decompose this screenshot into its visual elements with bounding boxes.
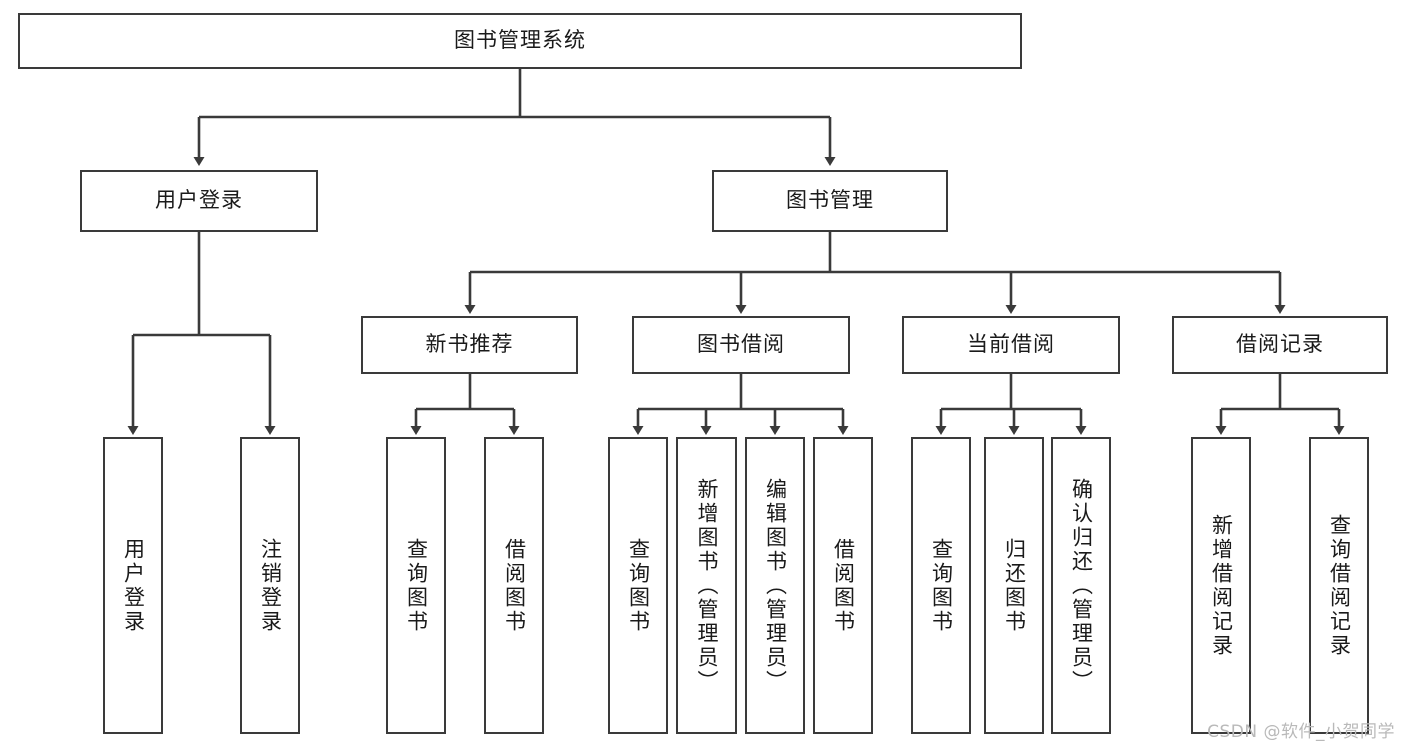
node-leaf-logout-label: 注销登录 <box>258 537 283 634</box>
node-leaf-borrow-book-1-label: 借阅图书 <box>502 537 527 634</box>
node-borrow-record[interactable]: 借阅记录 <box>1172 316 1388 374</box>
node-root[interactable]: 图书管理系统 <box>18 13 1022 69</box>
node-leaf-confirm-return[interactable]: 确认归还（管理员） <box>1051 437 1111 734</box>
node-leaf-return-book[interactable]: 归还图书 <box>984 437 1044 734</box>
node-leaf-query-book-1[interactable]: 查询图书 <box>386 437 446 734</box>
node-leaf-query-book-1-label: 查询图书 <box>404 537 429 634</box>
node-leaf-return-book-label: 归还图书 <box>1002 537 1027 634</box>
node-leaf-add-book[interactable]: 新增图书（管理员） <box>676 437 737 734</box>
node-user-login-label: 用户登录 <box>155 188 243 213</box>
node-book-borrow[interactable]: 图书借阅 <box>632 316 850 374</box>
node-current-borrow-label: 当前借阅 <box>967 332 1055 357</box>
node-leaf-query-record-label: 查询借阅记录 <box>1327 513 1352 658</box>
node-leaf-user-login-label: 用户登录 <box>121 537 146 634</box>
node-leaf-query-book-2[interactable]: 查询图书 <box>608 437 668 734</box>
node-leaf-query-record[interactable]: 查询借阅记录 <box>1309 437 1369 734</box>
node-leaf-edit-book-label: 编辑图书（管理员） <box>763 477 788 694</box>
node-leaf-query-book-2-label: 查询图书 <box>626 537 651 634</box>
node-leaf-borrow-book-2-label: 借阅图书 <box>831 537 856 634</box>
node-leaf-add-record-label: 新增借阅记录 <box>1209 513 1234 658</box>
node-new-book-recommend[interactable]: 新书推荐 <box>361 316 578 374</box>
node-leaf-add-record[interactable]: 新增借阅记录 <box>1191 437 1251 734</box>
node-book-management-label: 图书管理 <box>786 188 874 213</box>
node-leaf-edit-book[interactable]: 编辑图书（管理员） <box>745 437 805 734</box>
node-user-login[interactable]: 用户登录 <box>80 170 318 232</box>
node-leaf-query-book-3[interactable]: 查询图书 <box>911 437 971 734</box>
node-current-borrow[interactable]: 当前借阅 <box>902 316 1120 374</box>
node-leaf-confirm-return-label: 确认归还（管理员） <box>1069 477 1094 694</box>
node-leaf-add-book-label: 新增图书（管理员） <box>695 477 720 694</box>
node-book-borrow-label: 图书借阅 <box>697 332 785 357</box>
node-root-label: 图书管理系统 <box>454 28 586 53</box>
node-book-management[interactable]: 图书管理 <box>712 170 948 232</box>
node-leaf-logout[interactable]: 注销登录 <box>240 437 300 734</box>
node-leaf-borrow-book-2[interactable]: 借阅图书 <box>813 437 873 734</box>
node-leaf-user-login[interactable]: 用户登录 <box>103 437 163 734</box>
node-borrow-record-label: 借阅记录 <box>1236 332 1324 357</box>
node-leaf-borrow-book-1[interactable]: 借阅图书 <box>484 437 544 734</box>
node-leaf-query-book-3-label: 查询图书 <box>929 537 954 634</box>
node-new-book-recommend-label: 新书推荐 <box>425 332 514 357</box>
